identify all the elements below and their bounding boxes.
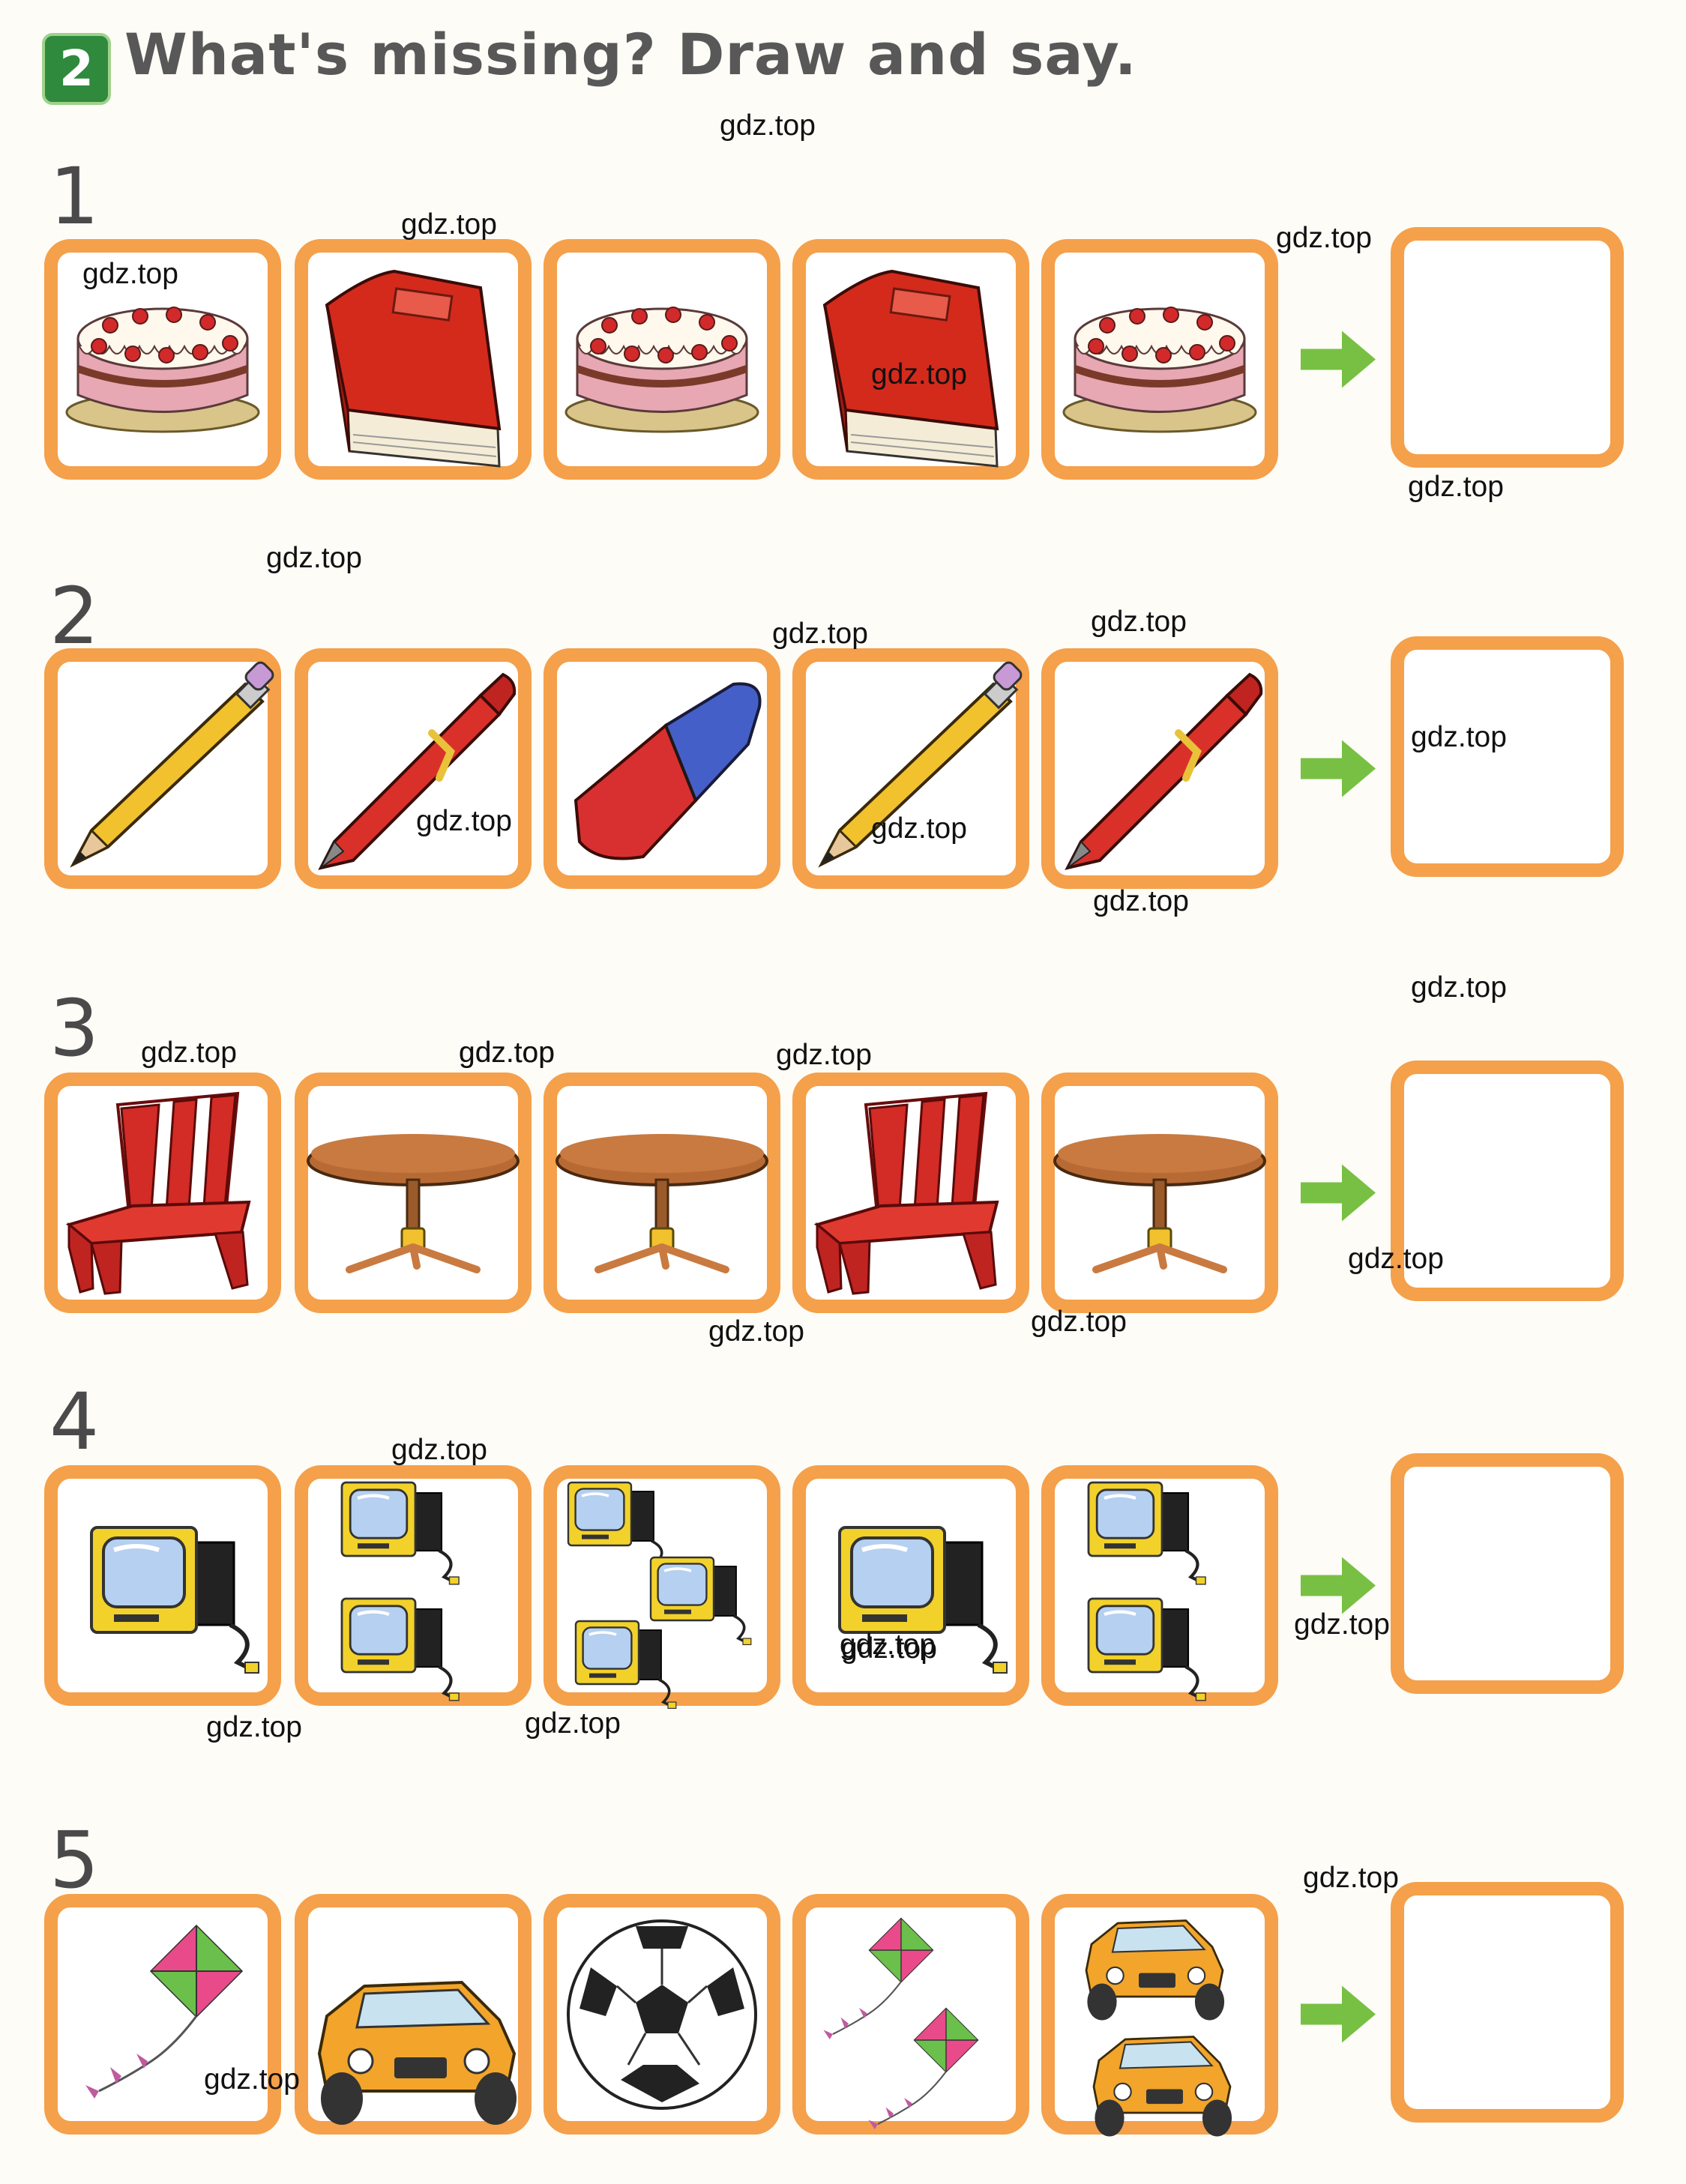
- watermark-text: gdz.top: [1294, 1608, 1390, 1641]
- kite-2-icon: [823, 1917, 979, 2129]
- watermark-text: gdz.top: [1411, 721, 1507, 753]
- row-2-picture-card: [295, 648, 532, 889]
- book-icon: [325, 269, 502, 468]
- row-3-answer-box[interactable]: [1391, 1061, 1624, 1301]
- arrow-right-icon: [1301, 331, 1376, 388]
- tv-3-icon: [567, 1481, 752, 1710]
- row-number: 4: [49, 1376, 100, 1467]
- row-3-picture-card: [295, 1073, 532, 1313]
- watermark-text: gdz.top: [525, 1707, 621, 1740]
- watermark-text: gdz.top: [776, 1039, 872, 1071]
- watermark-text: gdz.top: [459, 1037, 555, 1069]
- tv-2-icon: [1087, 1481, 1206, 1701]
- watermark-text: gdz.top: [141, 1037, 237, 1069]
- tv-1-icon: [90, 1526, 259, 1674]
- row-number: 5: [49, 1815, 100, 1906]
- table-icon: [307, 1134, 520, 1273]
- watermark-text: gdz.top: [871, 812, 967, 845]
- exercise-title: What's missing? Draw and say.: [124, 21, 1137, 88]
- row-5-picture-card: [1041, 1894, 1278, 2137]
- watermark-text: gdz.top: [1348, 1243, 1444, 1275]
- tv-1-icon: [838, 1526, 1008, 1674]
- row-3-picture-card: [1041, 1073, 1278, 1313]
- watermark-text: gdz.top: [206, 1711, 302, 1743]
- watermark-text: gdz.top: [772, 618, 868, 650]
- row-4-picture-card: [792, 1465, 1029, 1706]
- watermark-text: gdz.top: [1093, 885, 1189, 917]
- row-5-picture-card: [544, 1894, 780, 2135]
- row-2-picture-card: [1041, 648, 1278, 889]
- cake-icon: [1062, 307, 1257, 433]
- cake-icon: [65, 307, 260, 433]
- eraser-icon: [573, 682, 762, 860]
- row-4-picture-card: [44, 1465, 281, 1706]
- watermark-text: gdz.top: [708, 1315, 804, 1348]
- arrow-right-icon: [1301, 740, 1376, 797]
- book-icon: [822, 269, 999, 468]
- row-4-picture-card: [295, 1465, 532, 1706]
- cake-icon: [564, 307, 759, 433]
- watermark-text: gdz.top: [1303, 1862, 1399, 1894]
- row-5-picture-card: [44, 1894, 281, 2135]
- watermark-text: gdz.top: [82, 258, 178, 290]
- pen-icon: [318, 672, 517, 870]
- watermark-text: gdz.top: [871, 358, 967, 390]
- arrow-right-icon: [1301, 1164, 1376, 1222]
- watermark-text: gdz.top: [720, 109, 816, 142]
- row-number: 1: [49, 151, 100, 242]
- pencil-icon: [818, 661, 1023, 868]
- arrow-right-icon: [1301, 1985, 1376, 2043]
- row-3-picture-card: [44, 1073, 281, 1313]
- row-2-picture-card: [44, 648, 281, 889]
- row-4-picture-card: [544, 1465, 780, 1710]
- row-4-answer-box[interactable]: [1391, 1453, 1624, 1694]
- watermark-text: gdz.top: [391, 1434, 487, 1466]
- watermark-text: gdz.top: [1091, 606, 1187, 638]
- row-3-picture-card: [792, 1073, 1029, 1313]
- watermark-text: gdz.top: [204, 2063, 300, 2096]
- table-icon: [1053, 1134, 1266, 1273]
- row-1-picture-card: [792, 239, 1029, 480]
- watermark-text: gdz.top: [1031, 1306, 1127, 1338]
- kite-1-icon: [85, 1924, 244, 2099]
- pen-icon: [1065, 672, 1263, 870]
- watermark-text: gdz.top: [841, 1632, 937, 1665]
- row-1-picture-card: [1041, 239, 1278, 480]
- row-1-picture-card: [295, 239, 532, 480]
- row-1-picture-card: [544, 239, 780, 480]
- watermark-text: gdz.top: [266, 542, 362, 574]
- exercise-number-badge: 2: [42, 33, 111, 105]
- row-5-answer-box[interactable]: [1391, 1882, 1624, 2123]
- row-number: 2: [49, 570, 100, 662]
- row-2-answer-box[interactable]: [1391, 636, 1624, 877]
- row-2-picture-card: [544, 648, 780, 889]
- watermark-text: gdz.top: [416, 805, 512, 837]
- row-number: 3: [49, 983, 100, 1074]
- watermark-text: gdz.top: [840, 1629, 936, 1661]
- row-4-picture-card: [1041, 1465, 1278, 1706]
- row-3-picture-card: [544, 1073, 780, 1313]
- row-1-picture-card: [44, 239, 281, 480]
- row-1-answer-box[interactable]: [1391, 227, 1624, 468]
- car-2-icon: [1085, 1919, 1232, 2137]
- pencil-icon: [70, 661, 274, 868]
- car-1-icon: [317, 1980, 517, 2125]
- arrow-right-icon: [1301, 1557, 1376, 1614]
- watermark-text: gdz.top: [1408, 471, 1504, 503]
- watermark-text: gdz.top: [459, 1037, 555, 1069]
- row-5-picture-card: [792, 1894, 1029, 2135]
- row-5-picture-card: [295, 1894, 532, 2135]
- watermark-text: gdz.top: [1276, 222, 1372, 254]
- ball-icon: [567, 1919, 757, 2110]
- chair-icon: [813, 1091, 999, 1295]
- tv-2-icon: [340, 1481, 460, 1701]
- watermark-text: gdz.top: [401, 208, 497, 241]
- chair-icon: [65, 1091, 251, 1295]
- table-icon: [556, 1134, 768, 1273]
- row-2-picture-card: [792, 648, 1029, 889]
- watermark-text: gdz.top: [1411, 971, 1507, 1004]
